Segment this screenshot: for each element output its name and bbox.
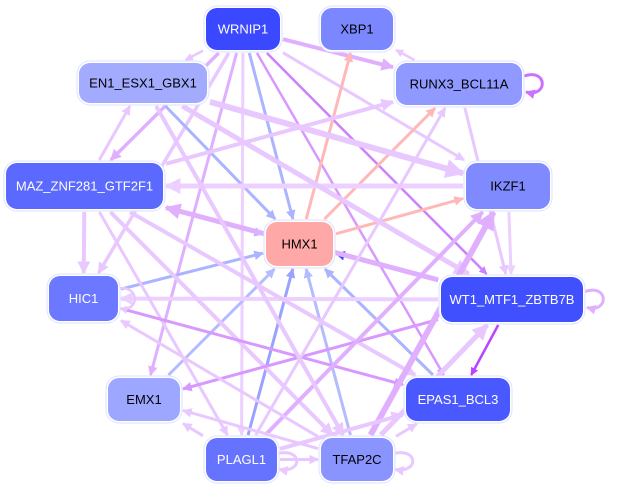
edge <box>303 268 352 436</box>
node-en1-esx1-gbx1[interactable]: EN1_ESX1_GBX1 <box>76 60 210 106</box>
edge <box>182 318 439 392</box>
node-xbp1[interactable]: XBP1 <box>318 5 396 53</box>
edge <box>395 48 416 62</box>
edge <box>165 98 395 166</box>
edge <box>367 210 497 437</box>
edge <box>180 103 470 277</box>
edge <box>505 211 516 275</box>
node-box <box>321 438 393 481</box>
node-label: MAZ_ZNF281_GTF2F1 <box>16 178 153 193</box>
node-label: WRNIP1 <box>218 21 269 36</box>
node-label: EPAS1_BCL3 <box>418 392 499 407</box>
edge <box>395 422 418 438</box>
node-box <box>396 63 522 105</box>
node-box <box>49 276 118 321</box>
node-box <box>206 438 277 481</box>
edge <box>120 319 319 438</box>
node-box <box>79 63 207 103</box>
node-box <box>321 8 393 50</box>
edge <box>209 99 465 178</box>
self-loop-edge <box>117 287 136 314</box>
node-plagl1[interactable]: PLAGL1 <box>203 435 280 484</box>
node-label: RUNX3_BCL11A <box>410 76 509 91</box>
edge <box>154 105 345 437</box>
node-label: HIC1 <box>69 291 99 306</box>
node-box <box>206 8 280 50</box>
edge <box>164 104 277 221</box>
edge <box>255 52 445 376</box>
node-label: EMX1 <box>126 392 161 407</box>
node-box <box>108 378 180 421</box>
edge <box>282 37 395 71</box>
node-label: PLAGL1 <box>217 452 266 467</box>
edge <box>77 211 91 275</box>
edge <box>108 210 335 437</box>
node-box <box>406 378 510 421</box>
node-box <box>441 277 583 322</box>
edge <box>335 196 464 236</box>
edge <box>236 52 247 436</box>
node-tfap2c[interactable]: TFAP2C <box>318 435 396 484</box>
edge <box>120 250 264 291</box>
node-label: WT1_MTF1_ZBTB7B <box>450 292 575 307</box>
node-wt1-mtf1-zbtb7b[interactable]: WT1_MTF1_ZBTB7B <box>438 274 586 325</box>
edge <box>254 107 447 436</box>
node-label: HMX1 <box>281 236 317 251</box>
node-epas1-bcl3[interactable]: EPAS1_BCL3 <box>403 375 513 424</box>
node-hmx1[interactable]: HMX1 <box>263 219 336 269</box>
self-loop-edge <box>276 451 299 476</box>
node-ikzf1[interactable]: IKZF1 <box>463 160 553 212</box>
self-loop-edge <box>392 451 415 476</box>
edge <box>246 268 296 436</box>
node-box <box>6 163 163 209</box>
edge <box>182 408 319 450</box>
node-label: EN1_ESX1_GBX1 <box>89 75 197 90</box>
node-emx1[interactable]: EMX1 <box>105 375 183 424</box>
node-label: XBP1 <box>340 21 373 36</box>
edge <box>265 52 488 275</box>
edge <box>128 210 417 377</box>
node-box <box>266 222 333 266</box>
node-box <box>466 163 550 209</box>
edge <box>182 422 204 438</box>
node-label: IKZF1 <box>490 178 525 193</box>
node-runx3-bcl11a[interactable]: RUNX3_BCL11A <box>393 60 525 108</box>
edge <box>98 211 229 436</box>
node-wrnip1[interactable]: WRNIP1 <box>203 5 283 53</box>
edge <box>470 324 500 376</box>
edge <box>263 210 485 437</box>
self-loop-edge <box>584 288 605 315</box>
node-label: TFAP2C <box>332 452 381 467</box>
edge <box>97 105 132 161</box>
edge <box>120 307 404 388</box>
edge <box>184 49 204 62</box>
node-maz-znf281-gtf2f1[interactable]: MAZ_ZNF281_GTF2F1 <box>3 160 166 212</box>
self-loop-edge <box>523 73 544 99</box>
node-hic1[interactable]: HIC1 <box>46 273 121 324</box>
